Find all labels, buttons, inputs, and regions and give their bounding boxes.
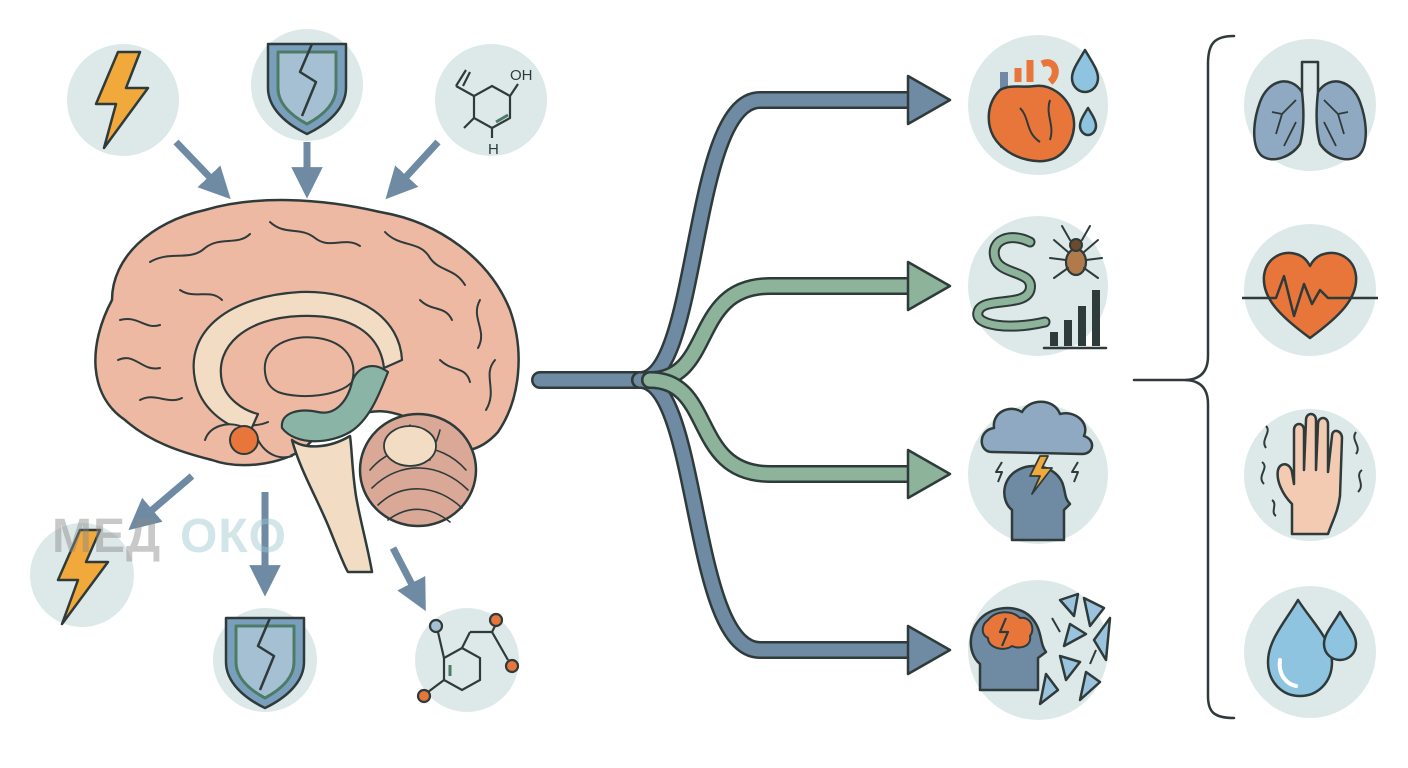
lungs-icon xyxy=(1253,60,1367,161)
brain-illustration xyxy=(94,198,520,574)
watermark-text-2: ОКО xyxy=(180,510,287,563)
input-top-molecule: OH H xyxy=(435,44,547,158)
watermark: МЕД ОКО xyxy=(52,510,287,563)
watermark-text-1: МЕД xyxy=(52,510,161,563)
symptom-water-drops xyxy=(1244,586,1376,718)
heart-sweat-icon xyxy=(987,48,1100,163)
arrow-in-molecule xyxy=(385,139,441,200)
flow-branch-4 xyxy=(631,371,929,659)
storm-head-icon xyxy=(980,400,1094,542)
brainstem xyxy=(290,434,374,574)
chem-label-oh: OH xyxy=(510,67,533,84)
arrowhead-1 xyxy=(906,74,952,126)
symptoms-brace xyxy=(1132,34,1236,720)
lightning-icon xyxy=(56,528,110,626)
input-arrows-top xyxy=(173,139,441,200)
output-arrows-bottom xyxy=(128,473,426,612)
branching-flow xyxy=(531,91,929,659)
amygdala xyxy=(229,425,259,455)
trembling-hand-icon xyxy=(1260,412,1363,536)
lightning-icon xyxy=(94,50,150,150)
output-shattered-mind xyxy=(968,580,1112,720)
arrow-in-lightning xyxy=(173,139,231,200)
corpus-callosum xyxy=(192,290,404,434)
flow-arrowheads xyxy=(906,74,952,676)
input-top-broken-shield xyxy=(251,29,363,141)
heart-rate-icon xyxy=(1242,251,1378,340)
output-heart-sweat xyxy=(968,35,1108,175)
thalamus xyxy=(263,336,355,398)
arrowhead-3 xyxy=(906,448,952,500)
arrowhead-2 xyxy=(906,260,952,312)
water-drops-icon xyxy=(1266,598,1358,698)
chem-label-h: H xyxy=(488,141,499,158)
arrow-out-molecule xyxy=(389,546,426,612)
temporal-lobe xyxy=(204,423,293,459)
output-storm-head xyxy=(968,400,1108,544)
output-snake-spider xyxy=(968,216,1108,356)
input-top-lightning xyxy=(67,44,179,156)
output-bottom-molecule xyxy=(415,608,520,712)
output-bottom-lightning xyxy=(30,523,134,627)
hippocampus xyxy=(280,365,390,443)
molecule-icon xyxy=(416,612,520,704)
molecule-icon xyxy=(455,69,519,138)
symptom-trembling-hand xyxy=(1244,409,1376,541)
output-bottom-broken-shield xyxy=(213,608,317,712)
symptom-lungs xyxy=(1244,39,1376,171)
arrow-out-lightning xyxy=(128,473,195,531)
shattered-mind-icon xyxy=(969,592,1112,706)
arrowhead-4 xyxy=(906,624,952,676)
symptom-heart-rate xyxy=(1242,224,1378,356)
snake-spider-icon xyxy=(972,225,1108,350)
flow-branch-1 xyxy=(631,91,929,389)
arbor-vitae xyxy=(383,425,437,467)
